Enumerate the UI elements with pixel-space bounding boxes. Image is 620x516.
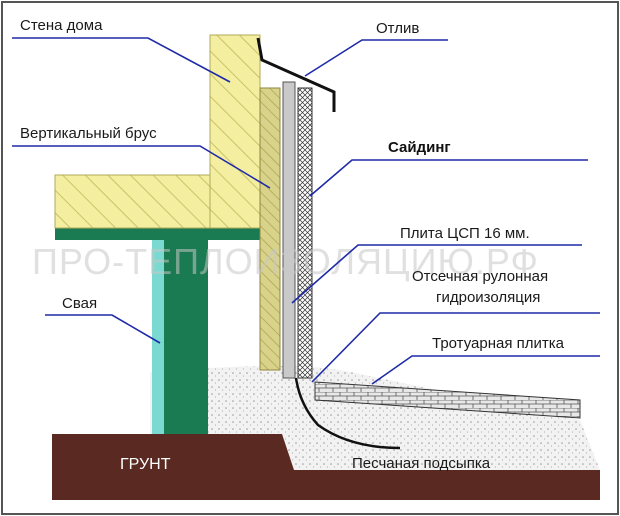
label-house-wall: Стена дома bbox=[20, 17, 103, 34]
leader-house-wall bbox=[12, 37, 231, 83]
label-vertical-beam: Вертикальный брус bbox=[20, 125, 157, 142]
label-paving: Тротуарная плитка bbox=[432, 335, 565, 352]
label-waterproofing-2: гидроизоляция bbox=[436, 289, 540, 306]
label-sand: Песчаная подсыпка bbox=[352, 455, 491, 472]
label-dsp-board: Плита ЦСП 16 мм. bbox=[400, 225, 530, 242]
leader-pile bbox=[45, 314, 161, 344]
label-siding: Сайдинг bbox=[388, 139, 451, 156]
dsp-board bbox=[282, 81, 296, 379]
leader-siding bbox=[309, 159, 588, 197]
leader-vertical-beam bbox=[12, 145, 271, 189]
ground bbox=[52, 434, 600, 500]
label-pile: Свая bbox=[62, 295, 97, 312]
house-wall bbox=[209, 34, 261, 229]
paving-tiles bbox=[314, 381, 581, 419]
pile-highlight bbox=[152, 240, 164, 434]
drip-flashing bbox=[256, 37, 336, 112]
vertical-beam bbox=[259, 87, 281, 371]
leader-waterproofing bbox=[311, 312, 600, 383]
leader-paving bbox=[371, 355, 600, 385]
siding bbox=[297, 87, 313, 379]
leader-dsp-board bbox=[291, 244, 582, 304]
foundation-strip bbox=[55, 228, 260, 240]
label-ground: ГРУНТ bbox=[120, 456, 171, 473]
leader-drip bbox=[304, 39, 448, 77]
waterproofing-membrane bbox=[294, 377, 401, 450]
watermark: ПРО-ТЕПЛОИЗОЛЯЦИЮ.РФ bbox=[32, 241, 539, 282]
label-drip: Отлив bbox=[376, 20, 419, 37]
label-waterproofing-1: Отсечная рулонная bbox=[412, 268, 548, 285]
